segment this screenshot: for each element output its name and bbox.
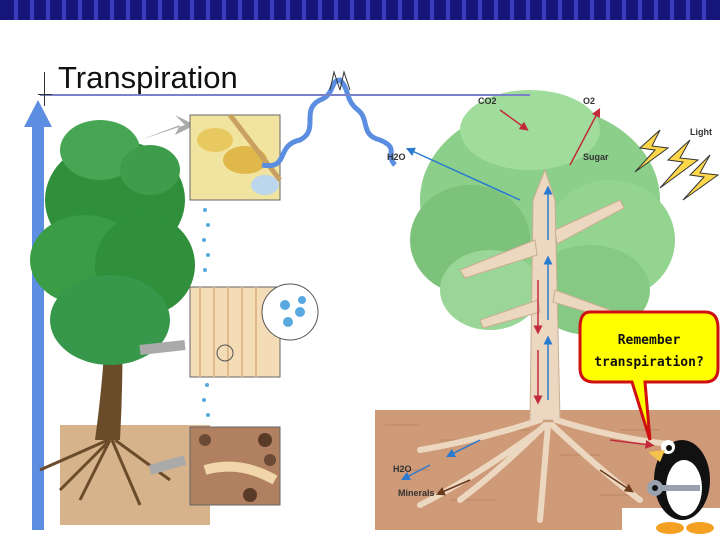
label-h2o-top: H2O (387, 152, 406, 162)
title-tick-horizontal (38, 94, 52, 95)
label-o2: O2 (583, 96, 595, 106)
flow-arrows (401, 108, 655, 496)
vertical-water-arrow (24, 100, 52, 530)
label-co2: CO2 (478, 96, 497, 106)
left-tree-icon (30, 115, 210, 525)
lightning-icon (634, 129, 720, 201)
stem-cross-section (189, 283, 319, 378)
label-sugar: Sugar (583, 152, 609, 162)
title-bar (0, 0, 720, 20)
label-h2o-root: H2O (393, 464, 412, 474)
right-tree-roots (417, 417, 683, 523)
water-column (202, 208, 210, 417)
label-light: Light (690, 127, 712, 137)
callout-line2: transpiration? (594, 355, 704, 370)
penguin-mascot (622, 440, 720, 540)
callout-line1: Remember (618, 333, 681, 348)
root-cross-section (189, 426, 281, 506)
title-underline (40, 94, 530, 96)
leaf-cross-section (189, 113, 282, 201)
callout-bubble: Remember transpiration? (578, 310, 720, 441)
slide-title: Transpiration (58, 60, 238, 95)
label-minerals: Minerals (398, 488, 435, 498)
wrench-icon (647, 480, 700, 496)
right-tree-trunk (459, 168, 625, 421)
transpiration-wavy-path (261, 77, 397, 169)
title-tick (44, 72, 45, 106)
